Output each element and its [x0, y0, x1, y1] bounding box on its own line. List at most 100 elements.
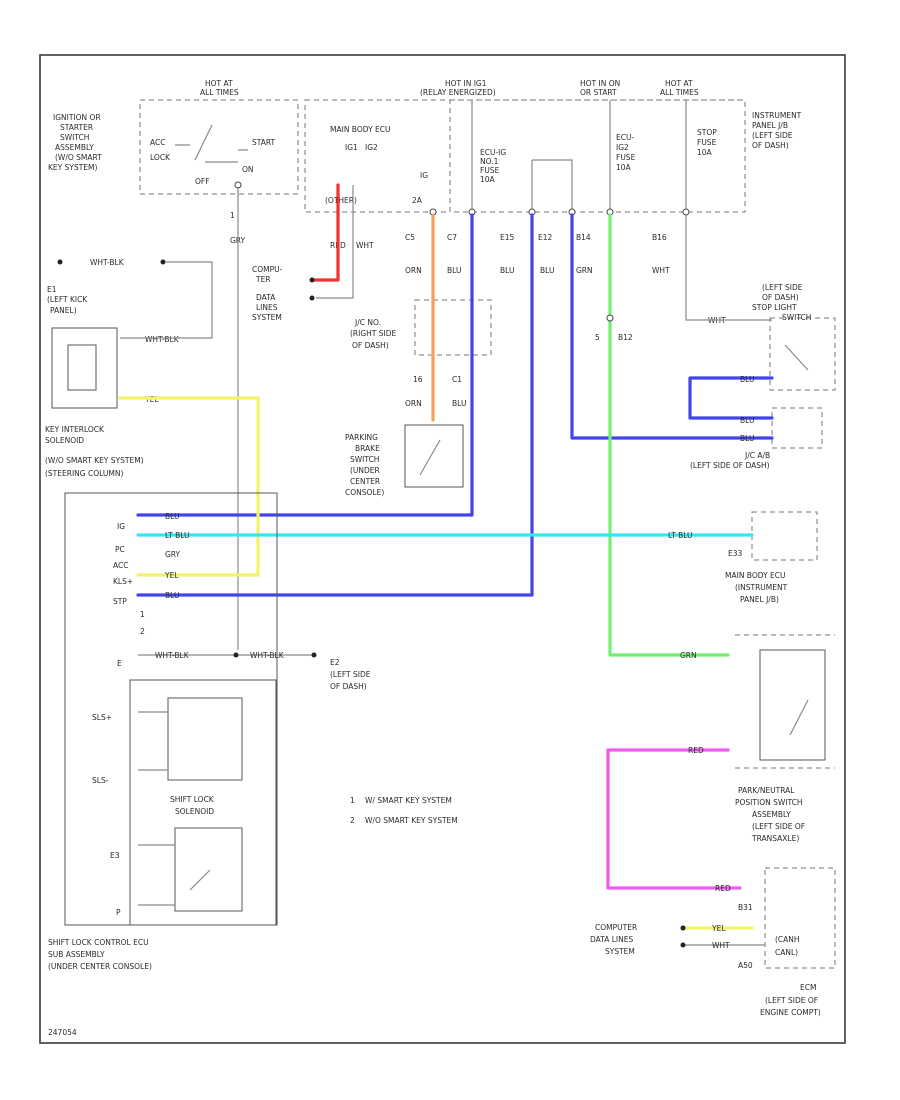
stop-light-wire: [685, 215, 809, 371]
svg-text:YEL: YEL: [164, 571, 179, 580]
svg-text:BLU: BLU: [165, 591, 179, 600]
key-interlock-solenoid-box: [51, 327, 118, 409]
hot-all-label: HOT AT: [205, 79, 233, 88]
ground-e1-wire: [120, 261, 213, 339]
svg-text:BLU: BLU: [740, 434, 754, 443]
data-node-1: [309, 277, 315, 283]
ground-e2: WHT-BLK WHT-BLK E2 (LEFT SIDE OF DASH): [155, 651, 371, 691]
svg-text:ASSEMBLY: ASSEMBLY: [55, 143, 94, 152]
svg-text:SWITCH: SWITCH: [782, 313, 811, 322]
svg-text:PARK/NEUTRAL: PARK/NEUTRAL: [738, 786, 795, 795]
svg-text:16: 16: [413, 375, 423, 384]
svg-text:E2: E2: [330, 658, 340, 667]
yellow-wire: [118, 396, 260, 577]
feed-wires: [471, 100, 687, 212]
svg-text:MAIN BODY ECU: MAIN BODY ECU: [725, 571, 786, 580]
svg-text:SOLENOID: SOLENOID: [45, 436, 84, 445]
svg-text:FUSE: FUSE: [697, 138, 717, 147]
svg-text:SWITCH: SWITCH: [60, 133, 89, 142]
svg-text:ACC: ACC: [150, 138, 165, 147]
key-interlock-labels: YEL KEY INTERLOCK SOLENOID (W/O SMART KE…: [45, 395, 159, 478]
svg-text:B14: B14: [576, 233, 591, 242]
svg-text:ASSEMBLY: ASSEMBLY: [752, 810, 791, 819]
svg-text:LT BLU: LT BLU: [668, 531, 693, 540]
svg-text:J/C NO.: J/C NO.: [354, 318, 381, 327]
svg-text:LT BLU: LT BLU: [165, 531, 190, 540]
svg-text:BLU: BLU: [540, 266, 554, 275]
svg-text:(UNDER CENTER CONSOLE): (UNDER CENTER CONSOLE): [48, 962, 152, 971]
svg-text:ECU-: ECU-: [616, 133, 634, 142]
svg-text:OF DASH): OF DASH): [330, 682, 367, 691]
white-data-wire: [316, 185, 354, 299]
svg-text:STOP LIGHT: STOP LIGHT: [752, 303, 797, 312]
svg-text:MAIN BODY ECU: MAIN BODY ECU: [330, 125, 391, 134]
svg-text:CANL): CANL): [775, 948, 798, 957]
svg-text:(STEERING COLUMN): (STEERING COLUMN): [45, 469, 123, 478]
svg-text:1: 1: [230, 211, 235, 220]
ecu-pin-labels: IG PC ACC KLS+ STP 1 2 E BLU LT BLU GRY …: [113, 512, 190, 668]
svg-text:FUSE: FUSE: [480, 166, 500, 175]
key-interlock-coil: [67, 344, 97, 391]
svg-text:(OTHER): (OTHER): [325, 196, 357, 205]
svg-text:WHT-BLK: WHT-BLK: [90, 258, 125, 267]
svg-text:ECM: ECM: [800, 983, 816, 992]
main-body-ecu-right-box: [751, 511, 818, 561]
svg-text:B16: B16: [652, 233, 667, 242]
svg-text:IG2: IG2: [616, 143, 629, 152]
connector-labels: C5 C7 E15 E12 B14 B16 ORN BLU BLU BLU GR…: [330, 233, 670, 275]
svg-text:CENTER: CENTER: [350, 477, 380, 486]
park-neutral-switch: [759, 649, 826, 761]
svg-text:P: P: [116, 908, 121, 917]
park-neutral-labels: GRN RED PARK/NEUTRAL POSITION SWITCH ASS…: [680, 651, 805, 843]
main-body-ecu-right-labels: LT BLU E33 MAIN BODY ECU (INSTRUMENT PAN…: [668, 531, 788, 604]
svg-text:SLS-: SLS-: [92, 776, 109, 785]
hot-on-label: HOT IN ON: [580, 79, 620, 88]
svg-text:CONSOLE): CONSOLE): [345, 488, 384, 497]
svg-text:SUB ASSEMBLY: SUB ASSEMBLY: [48, 950, 105, 959]
park-neutral-dashed: [735, 634, 835, 769]
svg-text:SHIFT LOCK CONTROL ECU: SHIFT LOCK CONTROL ECU: [48, 938, 149, 947]
hot-ig-label-b: (RELAY ENERGIZED): [420, 88, 496, 97]
green-pin-labels: 5 B12: [595, 314, 633, 342]
svg-text:SYSTEM: SYSTEM: [605, 947, 635, 956]
svg-text:ACC: ACC: [113, 561, 128, 570]
junction-box: [414, 299, 492, 356]
svg-text:1: 1: [350, 796, 355, 805]
svg-text:A50: A50: [738, 961, 753, 970]
svg-text:TER: TER: [255, 275, 271, 284]
svg-text:2A: 2A: [412, 196, 423, 205]
svg-text:B12: B12: [618, 333, 633, 342]
data-node-2: [309, 295, 315, 301]
jc-ab-labels: J/C A/B (LEFT SIDE OF DASH) BLU BLU BLU: [690, 375, 770, 470]
svg-text:(W/O SMART KEY SYSTEM): (W/O SMART KEY SYSTEM): [45, 456, 144, 465]
svg-text:RED: RED: [715, 884, 731, 893]
instrument-panel-jb-box: [449, 99, 746, 213]
hot-on-label-b: OR START: [580, 88, 617, 97]
notes: 1 W/ SMART KEY SYSTEM 2 W/O SMART KEY SY…: [350, 796, 458, 825]
blue-stp-wire: [136, 213, 534, 597]
svg-text:PANEL): PANEL): [50, 306, 77, 315]
svg-text:(LEFT SIDE OF: (LEFT SIDE OF: [752, 822, 805, 831]
svg-text:COMPUTER: COMPUTER: [595, 923, 637, 932]
svg-text:BLU: BLU: [452, 399, 466, 408]
svg-text:NO.1: NO.1: [480, 157, 499, 166]
parking-brake-switch-box: [404, 424, 464, 488]
svg-text:DATA LINES: DATA LINES: [590, 935, 633, 944]
shift-lock-solenoid-inner-box: [129, 679, 277, 926]
svg-text:E: E: [117, 659, 122, 668]
svg-text:C7: C7: [447, 233, 457, 242]
red-data-wire: [312, 183, 340, 282]
svg-text:PANEL J/B: PANEL J/B: [752, 121, 788, 130]
hot-all2-label: HOT AT: [665, 79, 693, 88]
svg-text:(LEFT SIDE OF DASH): (LEFT SIDE OF DASH): [690, 461, 770, 470]
svg-text:INSTRUMENT: INSTRUMENT: [752, 111, 802, 120]
ecm-labels: RED B31 YEL WHT A50 COMPUTER DATA LINES …: [590, 884, 821, 1017]
svg-text:10A: 10A: [697, 148, 713, 157]
hot-all2-label-b: ALL TIMES: [660, 88, 699, 97]
svg-text:PANEL J/B): PANEL J/B): [740, 595, 779, 604]
svg-text:(RIGHT SIDE: (RIGHT SIDE: [350, 329, 397, 338]
svg-text:J/C A/B: J/C A/B: [744, 451, 770, 460]
svg-text:(LEFT SIDE: (LEFT SIDE: [752, 131, 793, 140]
svg-text:SWITCH: SWITCH: [350, 455, 379, 464]
svg-text:W/ SMART KEY SYSTEM: W/ SMART KEY SYSTEM: [365, 796, 452, 805]
